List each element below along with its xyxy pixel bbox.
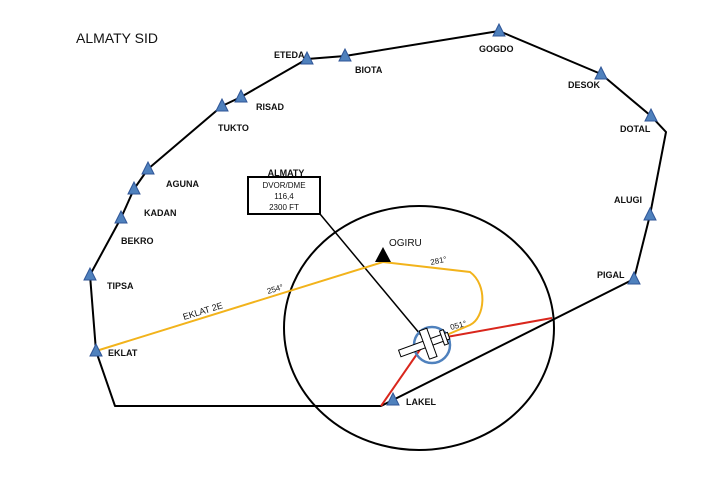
waypoint-triangle-icon [338,47,352,62]
waypoint-label: BIOTA [355,65,383,75]
waypoint-label: BEKRO [121,236,154,246]
chart-title: ALMATY SID [76,30,158,46]
ogiru-route-bearing: 281° [430,255,448,267]
navaid-type: DVOR/DME [262,181,305,190]
waypoint-label: TIPSA [107,281,134,291]
navaid-leader-line [319,213,426,341]
waypoint-triangle-icon [141,160,155,175]
waypoint-triangle-icon [386,391,400,406]
waypoint-triangle-icon [83,266,97,281]
waypoint-triangle-icon [127,180,141,195]
waypoint-triangle-icon [114,209,128,224]
navaid-name: ALMATY [268,168,305,178]
terminal-area-ellipse [283,205,555,451]
waypoint-triangle-icon [627,270,641,285]
waypoint-label: AGUNA [166,179,199,189]
waypoint-label: DOTAL [620,124,651,134]
waypoint-triangle-icon [300,50,314,65]
waypoint-triangle-icon [643,206,657,221]
waypoint-label: ALUGI [614,195,642,205]
waypoint-triangle-icon [644,107,658,122]
waypoint-label: RISAD [256,102,285,112]
navaid-frequency: 116,4 [274,192,294,201]
red-route-east [429,317,553,341]
waypoint-label: EKLAT [108,348,138,358]
waypoint-label: GOGDO [479,44,514,54]
ogiru-fix-icon [375,247,391,262]
perimeter-route-line [89,30,667,407]
waypoint-triangle-icon [492,22,506,37]
departure-bearing: 051° [449,319,467,332]
waypoint-label: TUKTO [218,123,249,133]
ogiru-label: OGIRU [389,238,422,249]
waypoint-markers [83,22,658,406]
waypoint-label: PIGAL [597,270,625,280]
eklat-route-path [95,260,484,352]
waypoint-label: LAKEL [406,397,436,407]
waypoint-triangle-icon [234,88,248,103]
waypoint-label: KADAN [144,208,177,218]
waypoint-label: ETEDA [274,50,305,60]
waypoint-triangle-icon [594,65,608,80]
waypoint-label: DESOK [568,80,601,90]
red-route-lakel [380,340,427,407]
waypoint-triangle-icon [215,97,229,112]
waypoint-triangle-icon [89,342,103,357]
aircraft-icon [397,327,451,360]
navaid-box [247,176,321,215]
navaid-altitude: 2300 FT [269,203,299,212]
